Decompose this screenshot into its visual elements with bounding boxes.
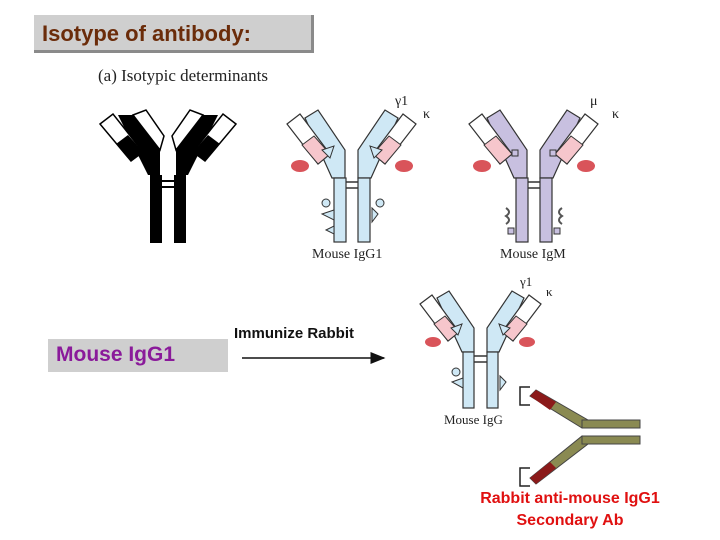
heavy-chain-left (486, 109, 528, 179)
epitope-bracket-top (519, 386, 530, 406)
antibody-caption: Mouse IgG1 (312, 247, 382, 262)
secondary-ab-line2: Secondary Ab (516, 512, 624, 529)
light-chain-label: κ (612, 107, 619, 122)
heavy-chain-left-upper (118, 115, 160, 175)
heavy-chain-left-stem (150, 175, 162, 243)
antibody-caption: Mouse IgG (444, 412, 503, 427)
antibody-igm: μ κ Mouse IgM (468, 94, 619, 262)
antibody-caption: Mouse IgM (500, 247, 566, 262)
page-title: Isotype of antibody: (42, 21, 251, 46)
heavy-chain-right (486, 290, 525, 353)
heavy-chain-right-stem (174, 175, 186, 243)
antigen-label: Mouse IgG1 (56, 343, 176, 366)
heavy-chain-right (539, 109, 581, 179)
antigen-box: Mouse IgG1 (48, 339, 228, 372)
figure-subtitle: (a) Isotypic determinants (98, 66, 268, 85)
epitope-bracket-bottom (519, 467, 530, 487)
light-chain-marker (291, 160, 309, 172)
heavy-chain-left (436, 290, 475, 353)
heavy-chain-label: γ1 (394, 94, 408, 109)
light-chain-label: κ (546, 284, 553, 299)
heavy-chain-label: μ (590, 94, 598, 109)
antibody-igg1-target: γ1 κ Mouse IgG (419, 274, 553, 427)
secondary-ab-line1: Rabbit anti-mouse IgG1 (480, 490, 660, 507)
arrow-label: Immunize Rabbit (234, 325, 355, 342)
antibody-plain (98, 109, 238, 243)
title-box: Isotype of antibody: (34, 15, 314, 53)
heavy-chain-label: γ1 (519, 274, 532, 289)
light-chain-label: κ (423, 107, 430, 122)
heavy-chain-right (357, 109, 399, 179)
heavy-chain-right-upper (176, 115, 218, 175)
rabbit-secondary-antibody (519, 384, 641, 487)
secondary-ab-label: Rabbit anti-mouse IgG1 Secondary Ab (430, 488, 710, 532)
heavy-chain-left (304, 109, 346, 179)
antibody-igg1: γ1 κ Mouse IgG1 (286, 94, 430, 262)
